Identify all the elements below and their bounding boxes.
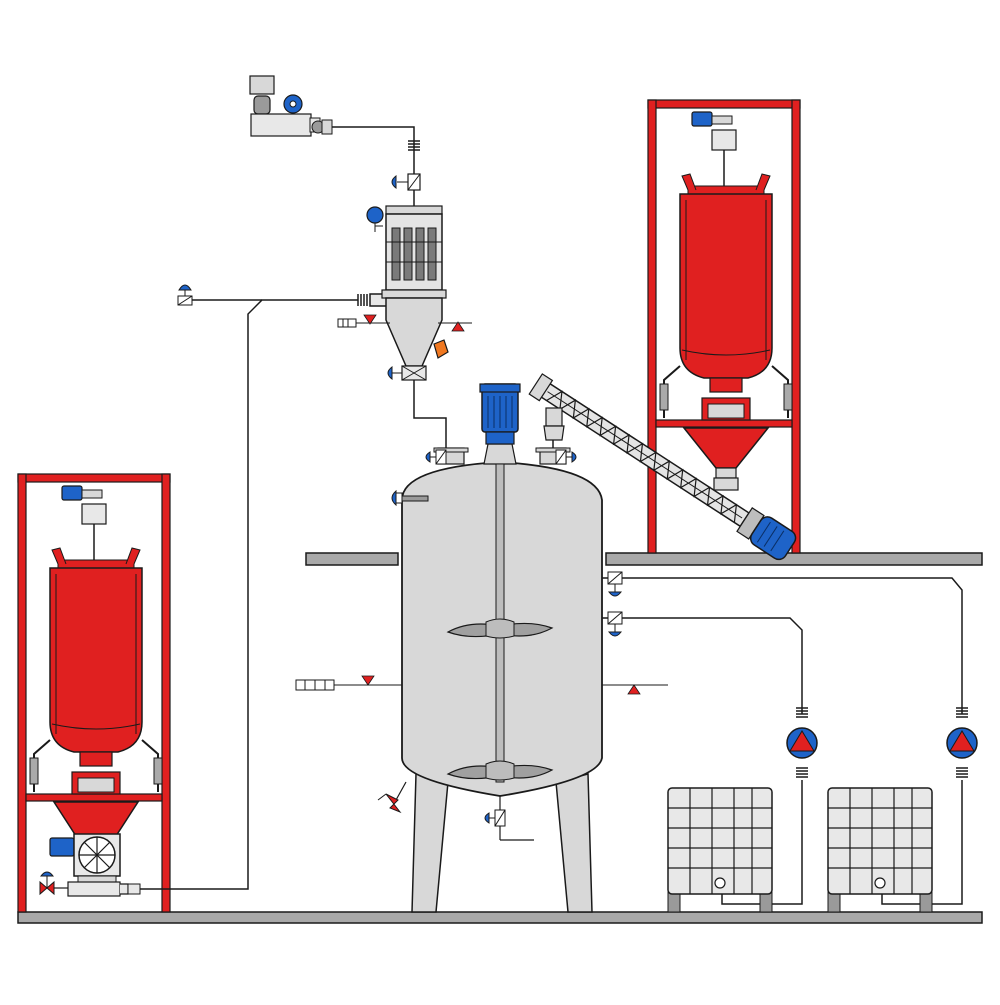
ground-floor xyxy=(17,911,983,924)
screw-conveyor xyxy=(528,373,797,561)
ibc-tote-right xyxy=(827,787,933,913)
hoist-motor-icon xyxy=(61,485,83,501)
big-bag-icon xyxy=(679,193,773,379)
vent-valve-icon xyxy=(177,284,193,306)
level-high-icon xyxy=(363,314,377,325)
filter-valve-icon xyxy=(391,173,421,191)
bag-unloader-right xyxy=(647,99,801,554)
pump-motor-icon xyxy=(249,75,275,95)
bag-unloader-left xyxy=(17,473,171,913)
filter-discharge-line xyxy=(413,380,447,448)
ibc-tote-left xyxy=(667,787,773,913)
transfer-pump-left xyxy=(786,707,818,778)
frame-mid-beam xyxy=(25,793,163,802)
level-high-icon xyxy=(361,675,375,686)
level-low-icon xyxy=(451,321,465,332)
filter-level-sensors xyxy=(337,314,472,332)
pressure-gauge-icon xyxy=(366,206,384,224)
return-valve-lower-icon xyxy=(607,611,623,637)
hoist-motor-icon xyxy=(691,111,713,127)
platform-right xyxy=(605,552,983,566)
line-flange-icon xyxy=(408,140,420,151)
frame-top-beam xyxy=(17,473,171,483)
nozzle-valve-left-icon xyxy=(425,449,447,465)
frame-left-post xyxy=(17,473,27,913)
conveyor-motor-icon xyxy=(749,516,797,561)
vibrator-icon xyxy=(433,339,449,359)
bottom-outlet-valve-icon xyxy=(484,796,534,841)
frame-left-post xyxy=(647,99,657,554)
conveying-line xyxy=(140,299,358,890)
frame-right-post xyxy=(791,99,801,554)
cyclone-filter xyxy=(366,205,449,381)
nozzle-valve-right-icon xyxy=(555,449,577,465)
return-valve-upper-icon xyxy=(607,571,623,597)
discharge-hopper-icon xyxy=(52,801,140,837)
floor-and-platforms xyxy=(17,552,983,924)
frame-top-beam xyxy=(647,99,801,109)
platform-left xyxy=(305,552,399,566)
transfer-pump-right xyxy=(946,707,978,778)
hoist-body xyxy=(711,115,733,125)
level-low-icon xyxy=(627,684,641,695)
mixing-vessel xyxy=(391,383,603,913)
frame-right-post xyxy=(161,473,171,913)
vacuum-line xyxy=(332,126,415,206)
vacuum-pump-unit xyxy=(249,75,333,137)
vessel-level-sensors xyxy=(295,675,668,695)
sample-valve-icon xyxy=(377,781,407,814)
discharge-hopper-icon xyxy=(682,427,770,469)
hoist-block xyxy=(711,129,737,151)
big-bag-icon xyxy=(49,567,143,753)
rotary-valve-motor-icon xyxy=(49,837,75,857)
bag-hanger xyxy=(687,185,765,195)
frame-mid-beam xyxy=(655,419,793,428)
pickup-adapter xyxy=(67,881,121,897)
